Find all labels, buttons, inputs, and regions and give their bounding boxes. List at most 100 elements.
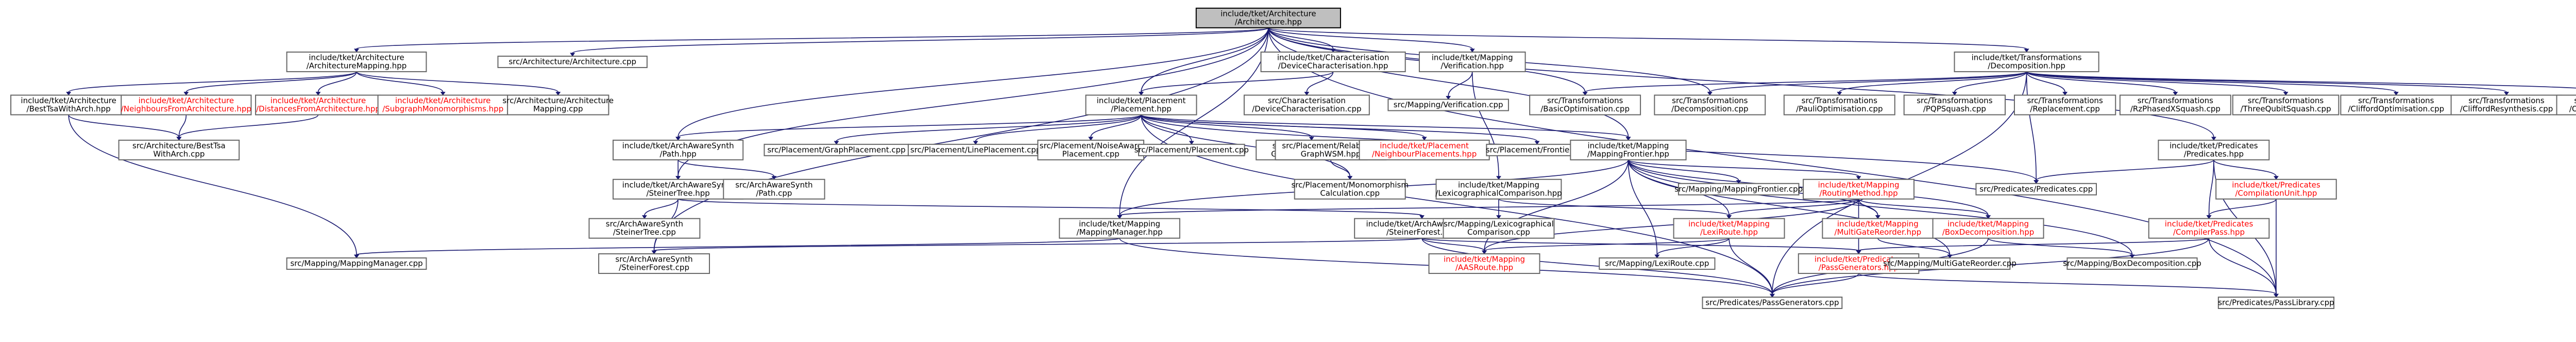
node-root[interactable]: include/tket/Architecture/Architecture.h… — [1195, 7, 1341, 28]
edge-steinerforest-paulgen — [1421, 237, 1859, 251]
node-boxdecomp[interactable]: include/tket/Mapping/BoxDecomposition.hp… — [1932, 218, 2044, 239]
edge-placement-archawarepath — [677, 114, 1142, 138]
edge-arrowhead — [2062, 91, 2068, 96]
node-besttsacpp[interactable]: src/Architecture/BestTsaWithArch.cpp — [118, 139, 240, 160]
node-lineplacement[interactable]: src/Placement/LinePlacement.cpp — [907, 143, 1044, 156]
node-mappingfrontier[interactable]: include/tket/Mapping/MappingFrontier.hpp — [1570, 139, 1687, 160]
node-decompcpp[interactable]: src/Transformations/Decomposition.cpp — [1654, 94, 1766, 116]
edge-arrowhead — [771, 176, 777, 180]
node-graphplacement[interactable]: src/Placement/GraphPlacement.cpp — [764, 143, 909, 156]
node-boxdecompcpp[interactable]: src/Mapping/BoxDecomposition.cpp — [2063, 257, 2201, 270]
node-label: src/Mapping/Lexicographical — [1444, 219, 1554, 229]
edge-placement-lineplacement — [975, 115, 1142, 142]
node-predicatescpp[interactable]: src/Predicates/Predicates.cpp — [1975, 183, 2097, 196]
node-label: src/Transformations — [2248, 96, 2324, 105]
node-label: src/ArchAwareSynth — [615, 255, 692, 264]
node-label: src/Transformations — [2468, 96, 2544, 105]
edge-arrowhead — [1496, 176, 1501, 180]
node-mappingmanager[interactable]: include/tket/Mapping/MappingManager.hpp — [1059, 218, 1180, 239]
node-compilerpass[interactable]: include/tket/Predicates/CompilerPass.hpp — [2148, 218, 2270, 239]
node-label: /Placement.hpp — [1111, 104, 1171, 113]
node-threequbit[interactable]: src/Transformations/ThreeQubitSquash.cpp — [2232, 94, 2340, 116]
node-mappingfrontiercpp[interactable]: src/Mapping/MappingFrontier.cpp — [1674, 183, 1803, 196]
node-besttsa[interactable]: include/tket/Architecture/BestTsaWithArc… — [10, 94, 127, 116]
node-pauliopt[interactable]: src/Transformations/PauliOptimisation.cp… — [1783, 94, 1895, 116]
node-neighbourplace[interactable]: include/tket/Placement/NeighbourPlacemen… — [1359, 139, 1490, 160]
node-archawarepath[interactable]: include/tket/ArchAwareSynth/Path.hpp — [613, 139, 744, 160]
node-verifcpp[interactable]: src/Mapping/Verification.cpp — [1387, 99, 1509, 111]
node-box — [121, 94, 252, 116]
node-archcpp[interactable]: src/Architecture/Architecture.cpp — [497, 55, 648, 68]
node-basicopt[interactable]: src/Transformations/BasicOptimisation.cp… — [1529, 94, 1641, 116]
edge-arrowhead — [176, 137, 182, 141]
edge-decomp-pqpsquash — [1954, 71, 2027, 92]
node-predicates[interactable]: include/tket/Predicates/Predicates.hpp — [2158, 139, 2270, 160]
edge-arrowhead — [1189, 141, 1194, 145]
node-steinerforestcpp[interactable]: src/ArchAwareSynth/SteinerForest.cpp — [598, 253, 710, 274]
node-box — [613, 139, 744, 160]
node-aasroute[interactable]: include/tket/Mapping/AASRoute.hpp — [1428, 253, 1540, 274]
node-lexiroutecpp[interactable]: src/Mapping/LexiRoute.cpp — [1599, 257, 1716, 270]
node-label: src/Transformations — [1547, 96, 1623, 105]
node-box — [1260, 51, 1406, 72]
node-passlibrary[interactable]: src/Predicates/PassLibrary.cpp — [2217, 297, 2335, 310]
node-cliffordresyn[interactable]: src/Transformations/CliffordResynthesis.… — [2450, 94, 2563, 116]
node-compilationunit[interactable]: include/tket/Predicates/CompilationUnit.… — [2215, 178, 2337, 200]
node-box — [2215, 178, 2337, 200]
node-verif[interactable]: include/tket/Mapping/Verification.hpp — [1418, 51, 1526, 72]
node-monomorph[interactable]: src/Placement/MonomorphismCalculation.cp… — [1291, 178, 1409, 200]
node-subgraph[interactable]: include/tket/Architecture/SubgraphMonomo… — [377, 94, 509, 116]
node-passgencpp[interactable]: src/Predicates/PassGenerators.cpp — [1702, 297, 1843, 310]
edge-mappingfrontier-mappingfrontiercpp — [1628, 159, 1739, 181]
node-box — [2148, 218, 2270, 239]
node-rzphased[interactable]: src/Transformations/RzPhasedXSquash.cpp — [2119, 94, 2231, 116]
edge-root-archawarepath — [677, 27, 1269, 137]
edge-decomp-decompcpp — [1709, 71, 2027, 93]
node-placementcpp[interactable]: src/Placement/Placement.cpp — [1134, 143, 1249, 156]
node-label: src/Characterisation — [1268, 96, 1346, 105]
node-replacement[interactable]: src/Transformations/Replacement.cpp — [2013, 94, 2116, 116]
node-cliffordopt[interactable]: src/Transformations/CliffordOptimisation… — [2340, 94, 2452, 116]
node-label: src/Transformations — [2138, 96, 2213, 105]
node-lexicompare[interactable]: include/tket/Mapping/LexicographicalComp… — [1435, 178, 1562, 200]
node-multigate[interactable]: include/tket/Mapping/MultiGateReorder.hp… — [1822, 218, 1934, 239]
edge-predicates-predicatescpp — [2036, 159, 2214, 181]
node-placement[interactable]: include/tket/Placement/Placement.hpp — [1085, 94, 1197, 116]
node-distances[interactable]: include/tket/Architecture/DistancesFromA… — [255, 94, 381, 116]
node-box — [1570, 139, 1687, 160]
node-label: /NeighbourPlacements.hpp — [1372, 149, 1477, 158]
node-steinertree[interactable]: include/tket/ArchAwareSynth/SteinerTree.… — [613, 178, 744, 200]
node-paulgen[interactable]: include/tket/Predicates/PassGenerators.h… — [1798, 253, 1920, 274]
node-decomp[interactable]: include/tket/Transformations/Decompositi… — [1954, 51, 2099, 72]
node-archmap[interactable]: include/tket/Architecture/ArchitectureMa… — [286, 51, 427, 72]
node-label: src/Predicates/Predicates.cpp — [1979, 184, 2093, 193]
node-optpass[interactable]: src/Transformations/OptimisationPass.cpp — [2556, 94, 2576, 116]
node-label: include/tket/Architecture — [309, 53, 404, 62]
node-devcharcpp[interactable]: src/Characterisation/DeviceCharacterisat… — [1243, 94, 1370, 116]
node-mappingmanagercpp[interactable]: src/Mapping/MappingManager.cpp — [286, 257, 427, 270]
node-lexicomparecpp[interactable]: src/Mapping/LexicographicalComparison.cp… — [1443, 218, 1555, 239]
node-label: /DeviceCharacterisation.hpp — [1278, 61, 1388, 70]
edge-archmap-subgraph — [356, 71, 444, 92]
node-archmapcpp[interactable]: src/Architecture/ArchitectureMapping.cpp — [502, 94, 614, 116]
node-pqpsquash[interactable]: src/Transformations/PQPSquash.cpp — [1903, 94, 2006, 116]
node-steinertreecpp[interactable]: src/ArchAwareSynth/SteinerTree.cpp — [588, 218, 701, 239]
node-multigatecpp[interactable]: src/Mapping/MultiGateReorder.cpp — [1883, 257, 2016, 270]
node-box — [1435, 178, 1562, 200]
node-routingmethod[interactable]: include/tket/Mapping/RoutingMethod.hpp — [1803, 178, 1915, 200]
edge-arrowhead — [651, 250, 657, 254]
node-label: src/Mapping/BoxDecomposition.cpp — [2063, 259, 2201, 268]
node-devchar[interactable]: include/tket/Characterisation/DeviceChar… — [1260, 51, 1406, 72]
edge-root-steinerforestcpp — [653, 27, 1269, 251]
node-pathcpp[interactable]: src/ArchAwareSynth/Path.cpp — [723, 178, 825, 200]
edge-arrowhead — [1419, 215, 1425, 219]
node-neighbours[interactable]: include/tket/Architecture/NeighboursFrom… — [121, 94, 252, 116]
node-box — [1443, 218, 1555, 239]
node-label: /RzPhasedXSquash.cpp — [2130, 104, 2221, 113]
node-label: include/tket/Predicates — [2170, 141, 2258, 150]
node-label: /Architecture.hpp — [1235, 17, 1302, 26]
node-box — [1387, 99, 1509, 111]
node-lexiroute[interactable]: include/tket/Mapping/LexiRoute.hpp — [1673, 218, 1785, 239]
edge-arrowhead — [1707, 91, 1713, 96]
